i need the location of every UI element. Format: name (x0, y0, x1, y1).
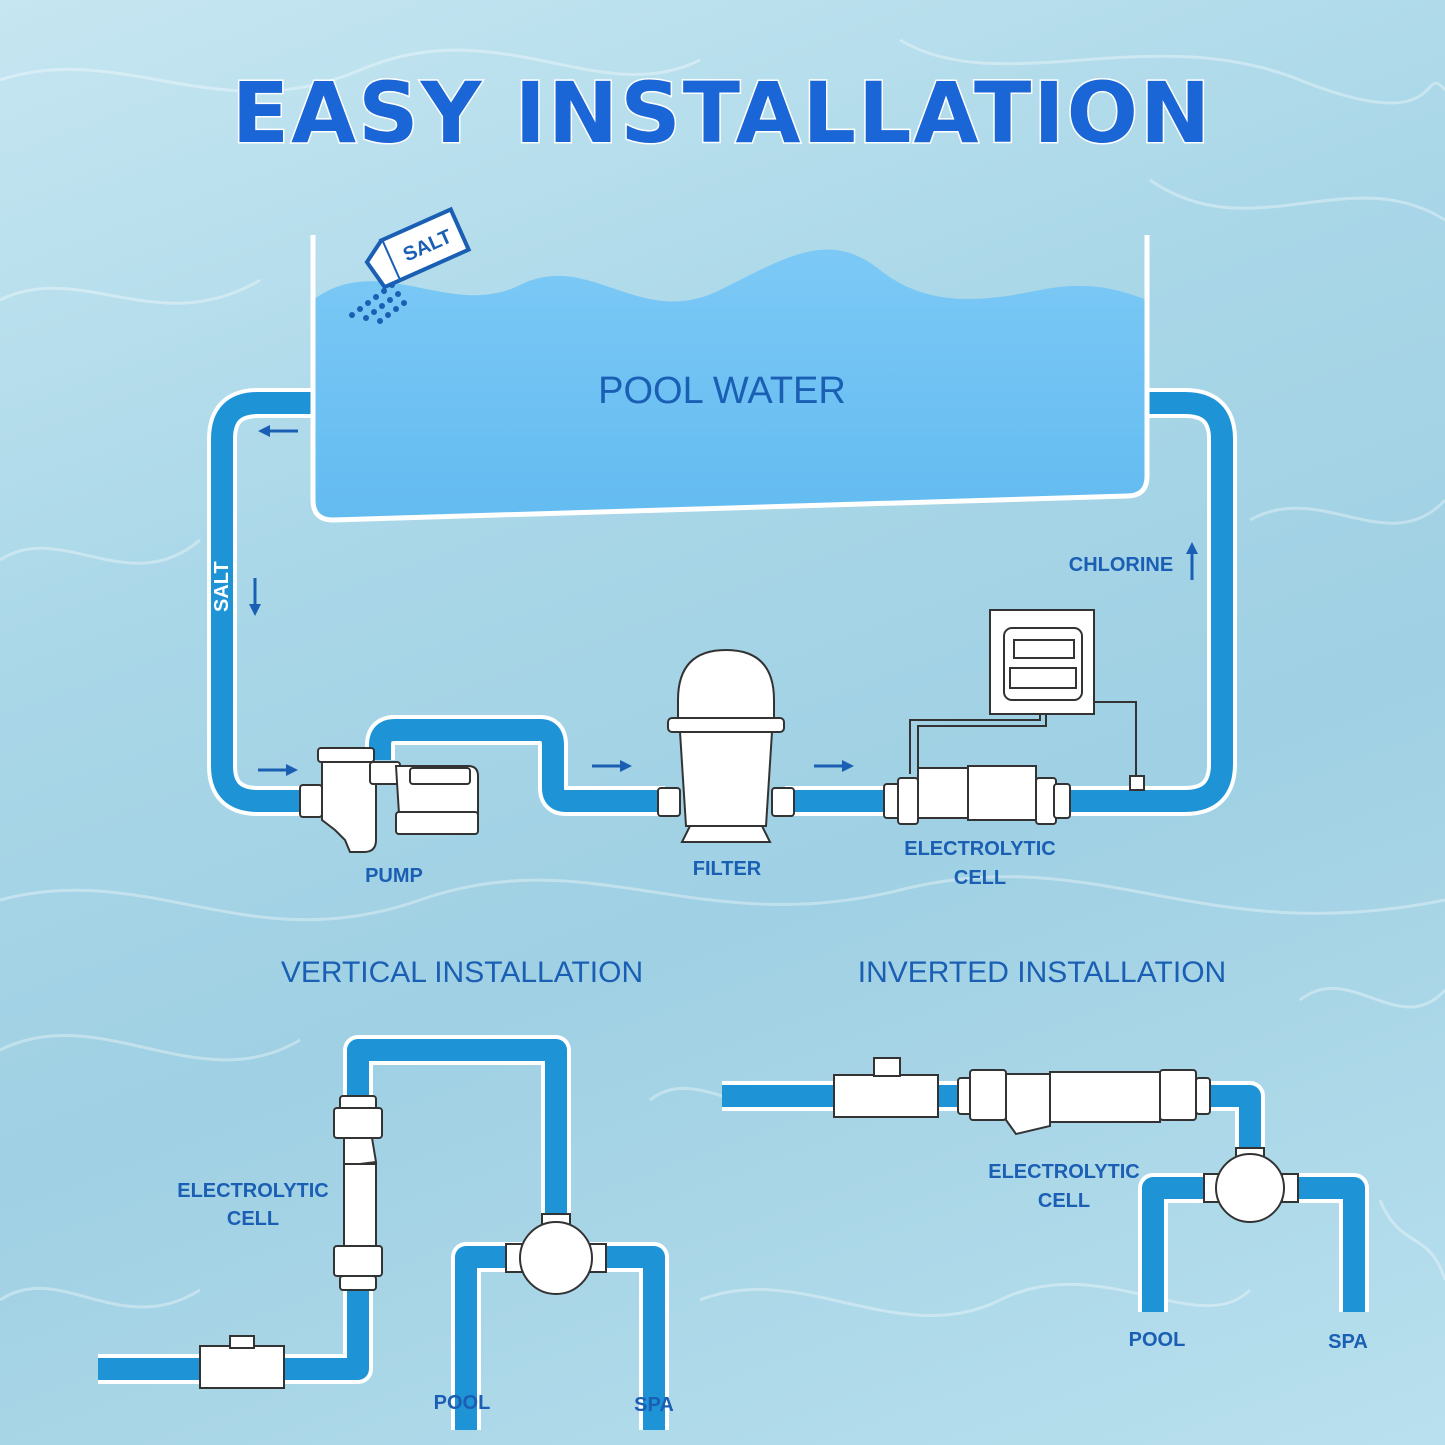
vertical-installation-heading: VERTICAL INSTALLATION (281, 956, 643, 989)
filter-icon (657, 648, 795, 843)
chlorine-label: CHLORINE (1069, 554, 1173, 576)
electrolytic-cell-icon (883, 765, 1071, 825)
inverted-installation-heading: INVERTED INSTALLATION (858, 956, 1226, 989)
pool-tank (310, 235, 1150, 523)
main-cell-label-2: CELL (954, 867, 1006, 889)
pump-label: PUMP (365, 865, 423, 887)
inverted-cell-label-1: ELECTROLYTIC (988, 1161, 1140, 1183)
inverted-spa-label: SPA (1328, 1331, 1368, 1353)
vertical-installation-diagram (98, 1035, 669, 1430)
flow-arrow-right-filter (592, 760, 632, 772)
vertical-electrolytic-cell-icon (333, 1095, 383, 1291)
inverted-tee-fitting (833, 1074, 939, 1118)
vertical-three-way-valve-icon (505, 1213, 607, 1295)
page-title: EASY INSTALLATION (232, 64, 1213, 162)
pool-water-label: POOL WATER (598, 370, 846, 412)
water-ripple-background (0, 38, 1445, 1317)
flow-arrow-left (258, 425, 298, 437)
vertical-cell-label-1: ELECTROLYTIC (177, 1180, 329, 1202)
inverted-installation-diagram (722, 1057, 1369, 1312)
inverted-pool-label: POOL (1129, 1329, 1186, 1351)
main-pipe-loop (207, 388, 1237, 816)
vertical-spa-label: SPA (634, 1394, 674, 1416)
controller-box-icon (909, 609, 1145, 791)
vertical-cell-label-2: CELL (227, 1208, 279, 1230)
flow-arrow-down (249, 578, 261, 616)
flow-arrow-right-pump (258, 764, 298, 776)
pump-icon (299, 747, 479, 853)
vertical-pool-label: POOL (434, 1392, 491, 1414)
flow-arrow-right-cell (814, 760, 854, 772)
pool-water-fill (313, 249, 1147, 520)
vertical-tee-fitting (199, 1345, 285, 1389)
inverted-cell-label-2: CELL (1038, 1190, 1090, 1212)
inverted-three-way-valve-icon (1203, 1147, 1299, 1223)
inverted-electrolytic-cell-icon (957, 1069, 1211, 1136)
filter-label: FILTER (693, 858, 762, 880)
salt-pipe-label: SALT (211, 561, 233, 612)
flow-arrow-up (1186, 542, 1198, 580)
salt-box-icon: SALT (349, 206, 472, 324)
main-cell-label-1: ELECTROLYTIC (904, 838, 1056, 860)
